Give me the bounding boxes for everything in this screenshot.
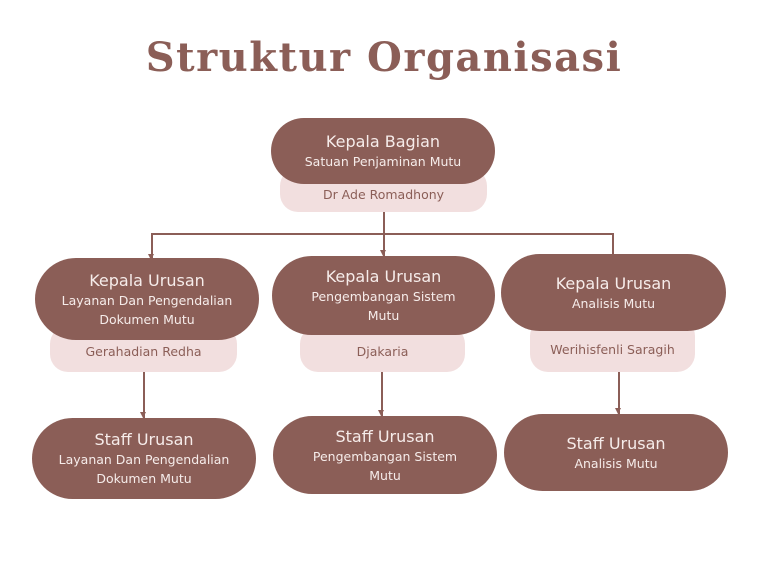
connector-right-staff [618,372,620,414]
kaur-name: Djakaria [356,344,409,359]
staff-role: Staff Urusan [335,426,435,446]
staff-node: Staff Urusan Pengembangan Sistem Mutu [273,416,497,494]
connector-left-staff [143,372,145,418]
kaur-unit: Analisis Mutu [571,295,656,311]
staff-role: Staff Urusan [94,430,194,449]
connector-right-down [612,233,614,255]
arrow-head-icon [380,250,386,256]
staff-unit: Layanan Dan Pengendalian Dokumen Mutu [58,452,230,486]
arrow-head-icon [378,410,384,416]
staff-unit: Analisis Mutu [574,455,658,471]
kaur-unit: Pengembangan Sistem Mutu [311,289,456,323]
connector-horizontal [151,233,613,235]
kaur-unit: Layanan Dan Pengendalian Dokumen Mutu [61,292,233,327]
head-role: Kepala Bagian [325,132,441,151]
kaur-node: Kepala Urusan Layanan Dan Pengendalian D… [35,258,259,340]
head-name: Dr Ade Romadhony [322,187,445,202]
kaur-node: Kepala Urusan Pengembangan Sistem Mutu [272,256,495,335]
connector-middle-staff [381,372,383,416]
staff-role: Staff Urusan [566,433,666,453]
page-title: Struktur Organisasi [145,34,623,81]
kaur-name: Werihisfenli Saragih [550,342,675,357]
staff-node: Staff Urusan Analisis Mutu [504,414,728,491]
kaur-role: Kepala Urusan [325,267,442,286]
staff-unit: Pengembangan Sistem Mutu [312,448,458,483]
arrow-head-icon [615,408,621,414]
head-node: Kepala Bagian Satuan Penjaminan Mutu [271,118,495,184]
kaur-name: Gerahadian Redha [85,344,202,359]
head-unit: Satuan Penjaminan Mutu [304,154,462,169]
kaur-node: Kepala Urusan Analisis Mutu [501,254,726,331]
arrow-head-icon [148,254,154,260]
kaur-role: Kepala Urusan [89,270,205,290]
connector-left-down [151,233,153,259]
arrow-head-icon [140,412,146,418]
staff-node: Staff Urusan Layanan Dan Pengendalian Do… [32,418,256,499]
kaur-role: Kepala Urusan [555,273,672,293]
